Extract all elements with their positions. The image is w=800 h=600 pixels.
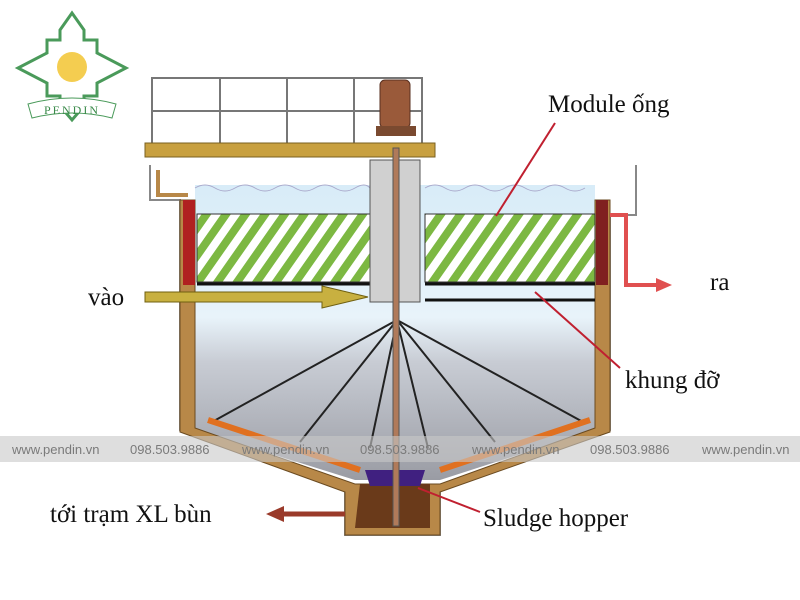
watermark-text: 098.503.9886 xyxy=(130,442,210,457)
watermark-text: www.pendin.vn xyxy=(702,442,790,457)
pointer-lines xyxy=(417,122,621,513)
label-to-sludge: tới trạm XL bùn xyxy=(50,501,212,528)
label-hopper: Sludge hopper xyxy=(483,505,629,532)
label-module: Module ống xyxy=(548,91,670,118)
watermark-text: 098.503.9886 xyxy=(590,442,670,457)
inlet-arrow xyxy=(144,285,369,309)
support-beam xyxy=(144,142,436,158)
pendin-logo: PENDIN xyxy=(14,10,130,123)
tube-module-right xyxy=(424,213,596,283)
watermark-text: 098.503.9886 xyxy=(360,442,440,457)
label-outlet: ra xyxy=(710,269,729,296)
watermark-band: www.pendin.vn 098.503.9886 www.pendin.vn… xyxy=(0,436,800,462)
label-support-frame: khung đỡ xyxy=(625,367,720,394)
watermark-text: www.pendin.vn xyxy=(242,442,330,457)
motor-icon xyxy=(376,79,416,136)
svg-text:PENDIN: PENDIN xyxy=(44,103,100,117)
watermark-text: www.pendin.vn xyxy=(472,442,560,457)
tube-module-left xyxy=(196,213,371,283)
outlet-arrow xyxy=(610,213,660,287)
label-inlet: vào xyxy=(88,284,124,311)
drive-shaft xyxy=(392,147,400,527)
roof-frame xyxy=(151,77,423,145)
watermark-text: www.pendin.vn xyxy=(12,442,100,457)
support-frame xyxy=(197,282,595,302)
